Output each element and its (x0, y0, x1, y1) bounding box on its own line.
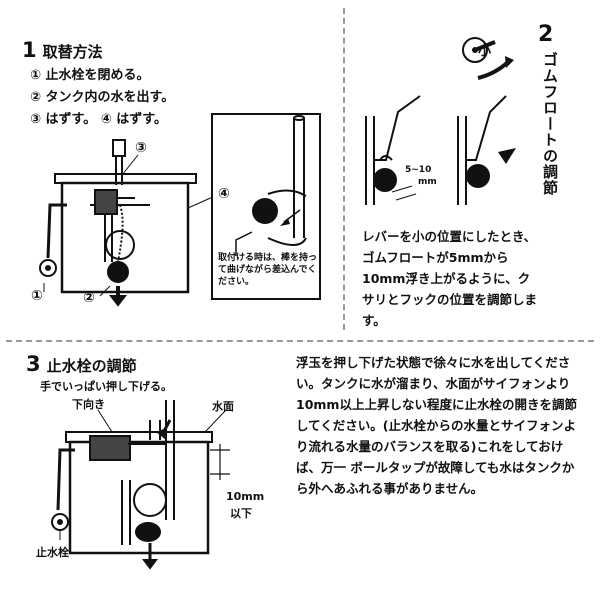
vertical-divider (343, 8, 345, 330)
press-note: 手でいっぱい押し下げる。 (40, 380, 172, 393)
section1-step-2: ② タンク内の水を出す。 (30, 90, 175, 105)
section1-number: 1 (22, 38, 37, 62)
gap-label: 5~10 (405, 165, 432, 175)
level-value: 10mm (226, 490, 265, 503)
section3-number: 3 (26, 352, 41, 376)
section3-description: 浮玉を押し下げた状態で徐々に水を出してください。タンクに水が溜まり、水面がサイフ… (296, 355, 577, 496)
water-label: 水面 (212, 400, 234, 413)
section3-heading: 3 止水栓の調節 (26, 352, 137, 376)
horizontal-divider (6, 340, 594, 342)
gap-unit: mm (418, 177, 437, 187)
section1-step-1: ① 止水栓を閉める。 (30, 68, 150, 83)
lever-label: 小 (478, 44, 492, 59)
inset-note: 取付ける時は、棒を持って曲げながら差込んでください。 (218, 253, 318, 287)
section1-title: 取替方法 (42, 43, 103, 61)
section2-title: ゴムフロートの調節 (541, 52, 559, 196)
callout-3: ③ (135, 140, 147, 156)
callout-1: ① (31, 288, 43, 304)
callout-2: ② (83, 290, 95, 306)
down-label: 下向き (72, 398, 105, 411)
section1-step-3: ③ はずす。 ④ はずす。 (30, 112, 167, 127)
callout-4: ④ (218, 186, 230, 202)
section1-heading: 1 取替方法 (22, 38, 103, 62)
level-unit: 以下 (230, 507, 252, 520)
section2-number: 2 (538, 22, 554, 47)
valve-label: 止水栓 (36, 546, 69, 559)
section2-description: レバーを小の位置にしたとき、ゴムフロートが5mmから10mm浮き上がるように、ク… (362, 229, 538, 328)
section3-title: 止水栓の調節 (46, 357, 137, 375)
